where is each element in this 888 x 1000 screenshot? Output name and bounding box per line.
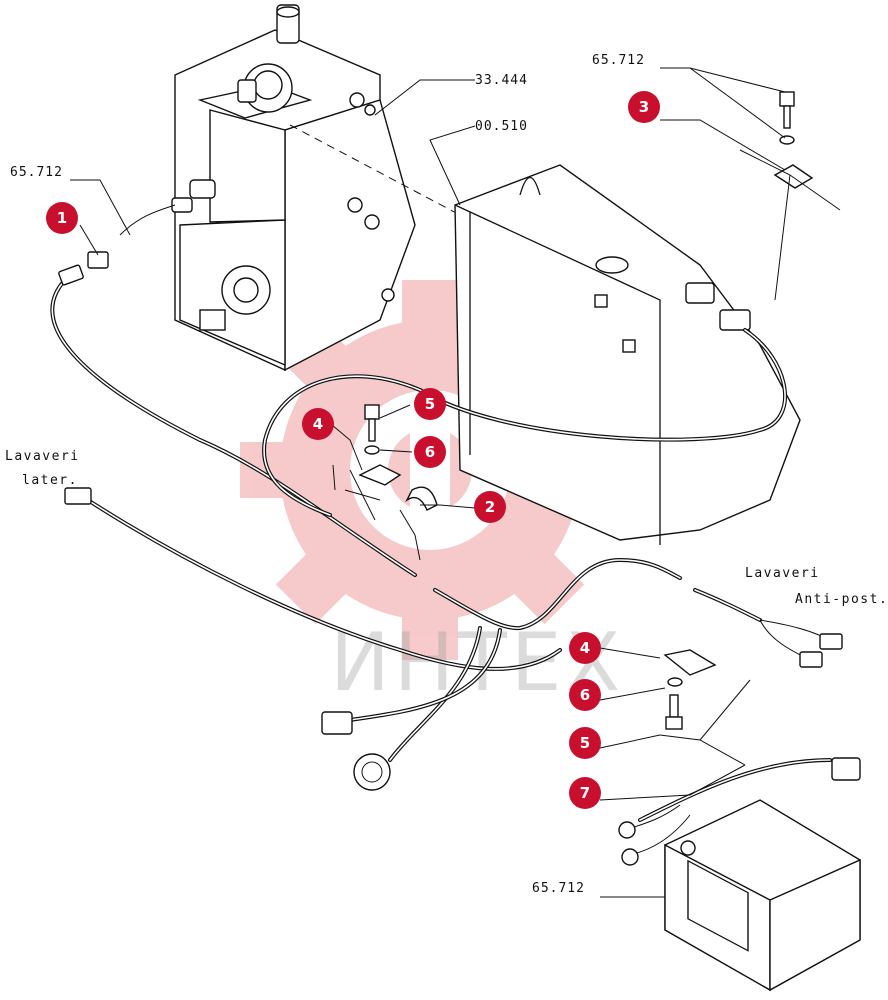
svg-text:3: 3 xyxy=(639,98,649,116)
label-lateral-line1: Lavaveri xyxy=(5,449,80,464)
svg-text:4: 4 xyxy=(313,415,323,433)
callout-5a[interactable]: 5 xyxy=(414,388,446,420)
label-antipost-line2: Anti-post. xyxy=(795,592,888,607)
connector-square xyxy=(321,711,353,735)
connector-lateral xyxy=(64,487,92,505)
svg-text:6: 6 xyxy=(425,443,435,461)
ring-terminal-1 xyxy=(618,821,636,839)
connector-right xyxy=(831,757,861,781)
leader-lines xyxy=(70,67,841,898)
callout-7[interactable]: 7 xyxy=(569,777,601,809)
ring-terminal-2 xyxy=(621,848,639,866)
svg-text:1: 1 xyxy=(57,209,67,227)
svg-text:5: 5 xyxy=(425,395,435,413)
callout-4a[interactable]: 4 xyxy=(302,408,334,440)
dashed-link xyxy=(289,124,461,216)
connector-left-top xyxy=(58,264,84,286)
references: 65.712 33.444 00.510 65.712 65.712 xyxy=(10,53,645,896)
callout-6a[interactable]: 6 xyxy=(414,436,446,468)
hardware xyxy=(358,91,814,730)
connector-round xyxy=(353,753,391,791)
callout-1[interactable]: 1 xyxy=(46,202,78,234)
label-antipost-line1: Lavaveri xyxy=(745,566,820,581)
ref-code-65712-left: 65.712 xyxy=(10,165,63,180)
svg-text:2: 2 xyxy=(485,498,495,516)
label-lateral-line2: later. xyxy=(22,473,78,488)
ref-code-65712-bottom: 65.712 xyxy=(532,881,585,896)
callout-3[interactable]: 3 xyxy=(628,91,660,123)
connectors xyxy=(58,251,861,866)
pump-housing xyxy=(171,4,416,372)
tank-box xyxy=(454,164,801,545)
mounting-bracket xyxy=(664,799,861,992)
wire-labels: Lavaveri later. Lavaveri Anti-post. xyxy=(5,449,888,607)
svg-text:4: 4 xyxy=(580,639,590,657)
connector-antipost-2 xyxy=(799,651,823,668)
connector-plug-1 xyxy=(87,251,109,269)
ref-code-00510: 00.510 xyxy=(475,119,528,134)
callout-5b[interactable]: 5 xyxy=(569,727,601,759)
svg-text:7: 7 xyxy=(580,784,590,802)
callout-2[interactable]: 2 xyxy=(474,491,506,523)
ref-code-65712-top: 65.712 xyxy=(592,53,645,68)
callout-6b[interactable]: 6 xyxy=(569,679,601,711)
callout-4b[interactable]: 4 xyxy=(569,632,601,664)
connector-antipost-1 xyxy=(819,633,843,650)
svg-text:5: 5 xyxy=(580,734,590,752)
ref-code-33444: 33.444 xyxy=(475,73,528,88)
callouts: 1 2 3 4 5 6 4 6 5 7 xyxy=(46,91,660,809)
svg-text:6: 6 xyxy=(580,686,590,704)
